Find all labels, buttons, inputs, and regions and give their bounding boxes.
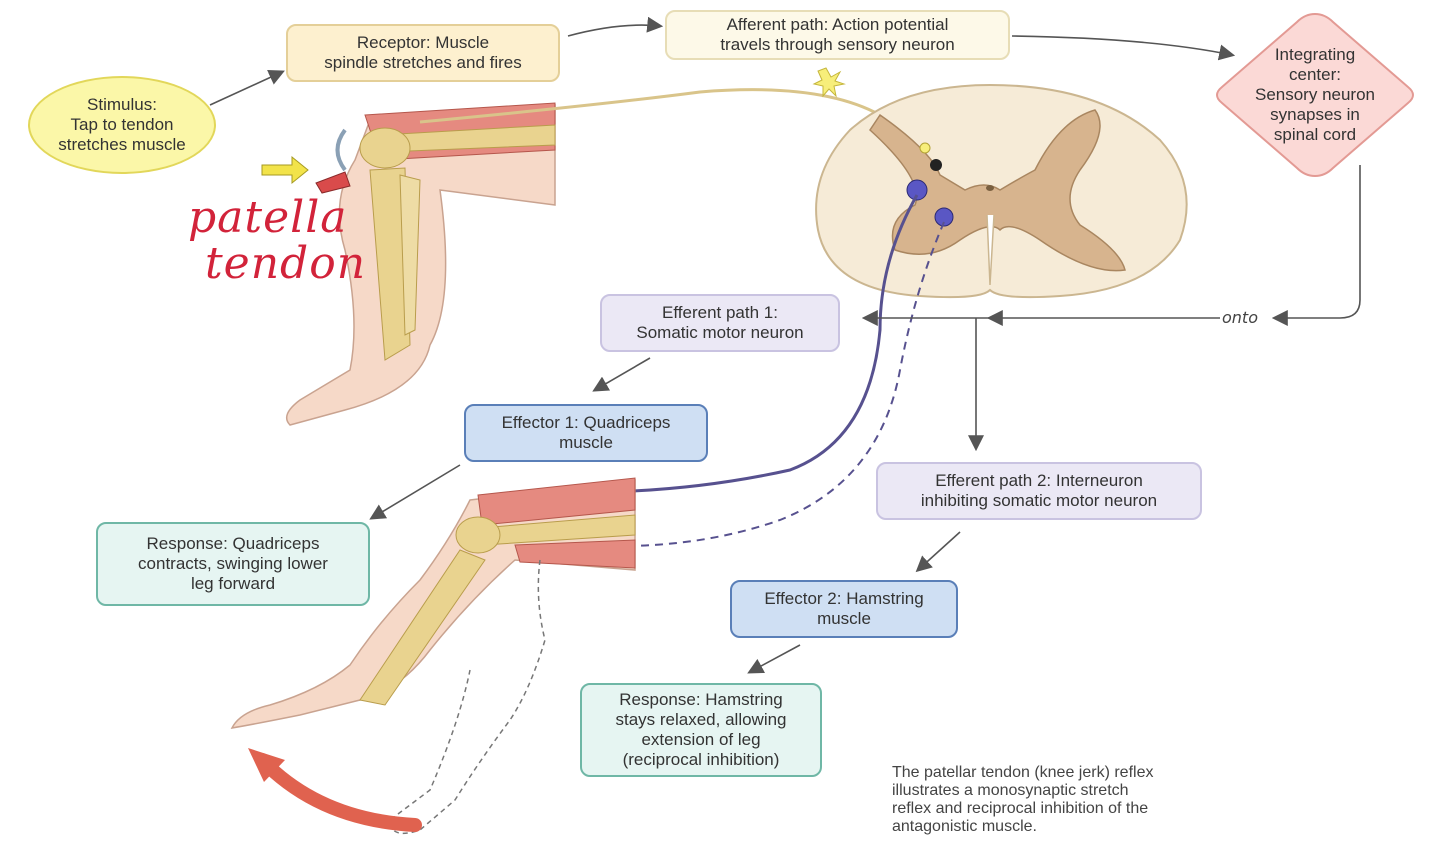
leg-illustration-top [285, 102, 556, 426]
integrating-line-2: center: [1289, 64, 1341, 84]
leg-swing-arrow [255, 753, 422, 832]
caption-line-1: The patellar tendon (knee jerk) reflex [892, 764, 1154, 781]
effector-2-label: Effector 2: Hamstring muscle [730, 580, 958, 638]
efferent-path-1-label: Efferent path 1: Somatic motor neuron [600, 294, 840, 352]
sensory-terminal [919, 142, 931, 154]
integrating-line-5: spinal cord [1273, 124, 1357, 144]
stimulus-line-2: Tap to tendon [70, 115, 174, 134]
tap-arrow-icon [261, 155, 309, 185]
stimulus-line-3: stretches muscle [58, 135, 186, 154]
interneuron-target-body [934, 207, 954, 227]
receptor-line-2: spindle stretches and fires [324, 53, 522, 72]
efferent2-line-2: inhibiting somatic motor neuron [920, 491, 1158, 510]
response1-line-3: leg forward [190, 574, 276, 593]
integrating-line-4: synapses in [1270, 104, 1360, 124]
flow-arrows [209, 16, 1361, 674]
caption-line-4: antagonistic muscle. [892, 818, 1037, 835]
response-2-label: Response: Hamstring stays relaxed, allow… [580, 683, 822, 777]
sensory-neuron [419, 88, 917, 152]
receptor-label: Receptor: Muscle spindle stretches and f… [286, 24, 560, 82]
figure-caption: The patellar tendon (knee jerk) reflex i… [892, 764, 1252, 836]
integrating-line-1: Integrating [1274, 44, 1356, 64]
response2-line-2: stays relaxed, allowing [615, 710, 787, 729]
leg-illustration-bottom [230, 477, 636, 729]
synapse-marker [930, 159, 942, 171]
effector-1-label: Effector 1: Quadriceps muscle [464, 404, 708, 462]
integrating-line-3: Sensory neuron [1254, 84, 1376, 104]
stimulus-line-1: Stimulus: [87, 95, 157, 114]
afferent-line-2: travels through sensory neuron [720, 35, 955, 54]
caption-line-2: illustrates a monosynaptic stretch [892, 782, 1129, 799]
response2-line-4: (reciprocal inhibition) [622, 750, 780, 769]
swing-arrowhead [248, 748, 285, 782]
tendon-tap-marker [315, 171, 351, 194]
handwritten-patella: patella [188, 192, 348, 243]
afferent-line-1: Afferent path: Action potential [726, 15, 949, 34]
spinal-cord-cross-section [815, 83, 1188, 299]
motor-neuron-path [604, 194, 919, 494]
action-potential-icon [812, 67, 846, 98]
response2-line-3: extension of leg [641, 730, 761, 749]
receptor-line-1: Receptor: Muscle [356, 33, 490, 52]
response1-line-1: Response: Quadriceps [146, 534, 320, 553]
efferent1-line-2: Somatic motor neuron [636, 323, 804, 342]
motor-neuron-body [906, 179, 928, 201]
efferent1-line-1: Efferent path 1: [662, 303, 778, 322]
onto-label: onto [1222, 308, 1258, 327]
effector2-line-1: Effector 2: Hamstring [764, 589, 924, 608]
integrating-center-label: Integrating center: Sensory neuron synap… [1235, 42, 1395, 147]
effector1-line-1: Effector 1: Quadriceps [501, 413, 671, 432]
handwritten-tendon: tendon [205, 238, 367, 289]
effector2-line-2: muscle [817, 609, 871, 628]
efferent2-line-1: Efferent path 2: Interneuron [935, 471, 1143, 490]
response-1-label: Response: Quadriceps contracts, swinging… [96, 522, 370, 606]
efferent-path-2-label: Efferent path 2: Interneuron inhibiting … [876, 462, 1202, 520]
afferent-path-label: Afferent path: Action potential travels … [665, 10, 1010, 60]
caption-line-3: reflex and reciprocal inhibition of the [892, 800, 1149, 817]
original-leg-outline [389, 559, 546, 835]
integrating-center-diamond [1216, 12, 1414, 178]
effector1-line-2: muscle [559, 433, 613, 452]
response1-line-2: contracts, swinging lower [138, 554, 328, 573]
stimulus-label: Stimulus: Tap to tendon stretches muscle [28, 76, 216, 174]
response2-line-1: Response: Hamstring [619, 690, 783, 709]
